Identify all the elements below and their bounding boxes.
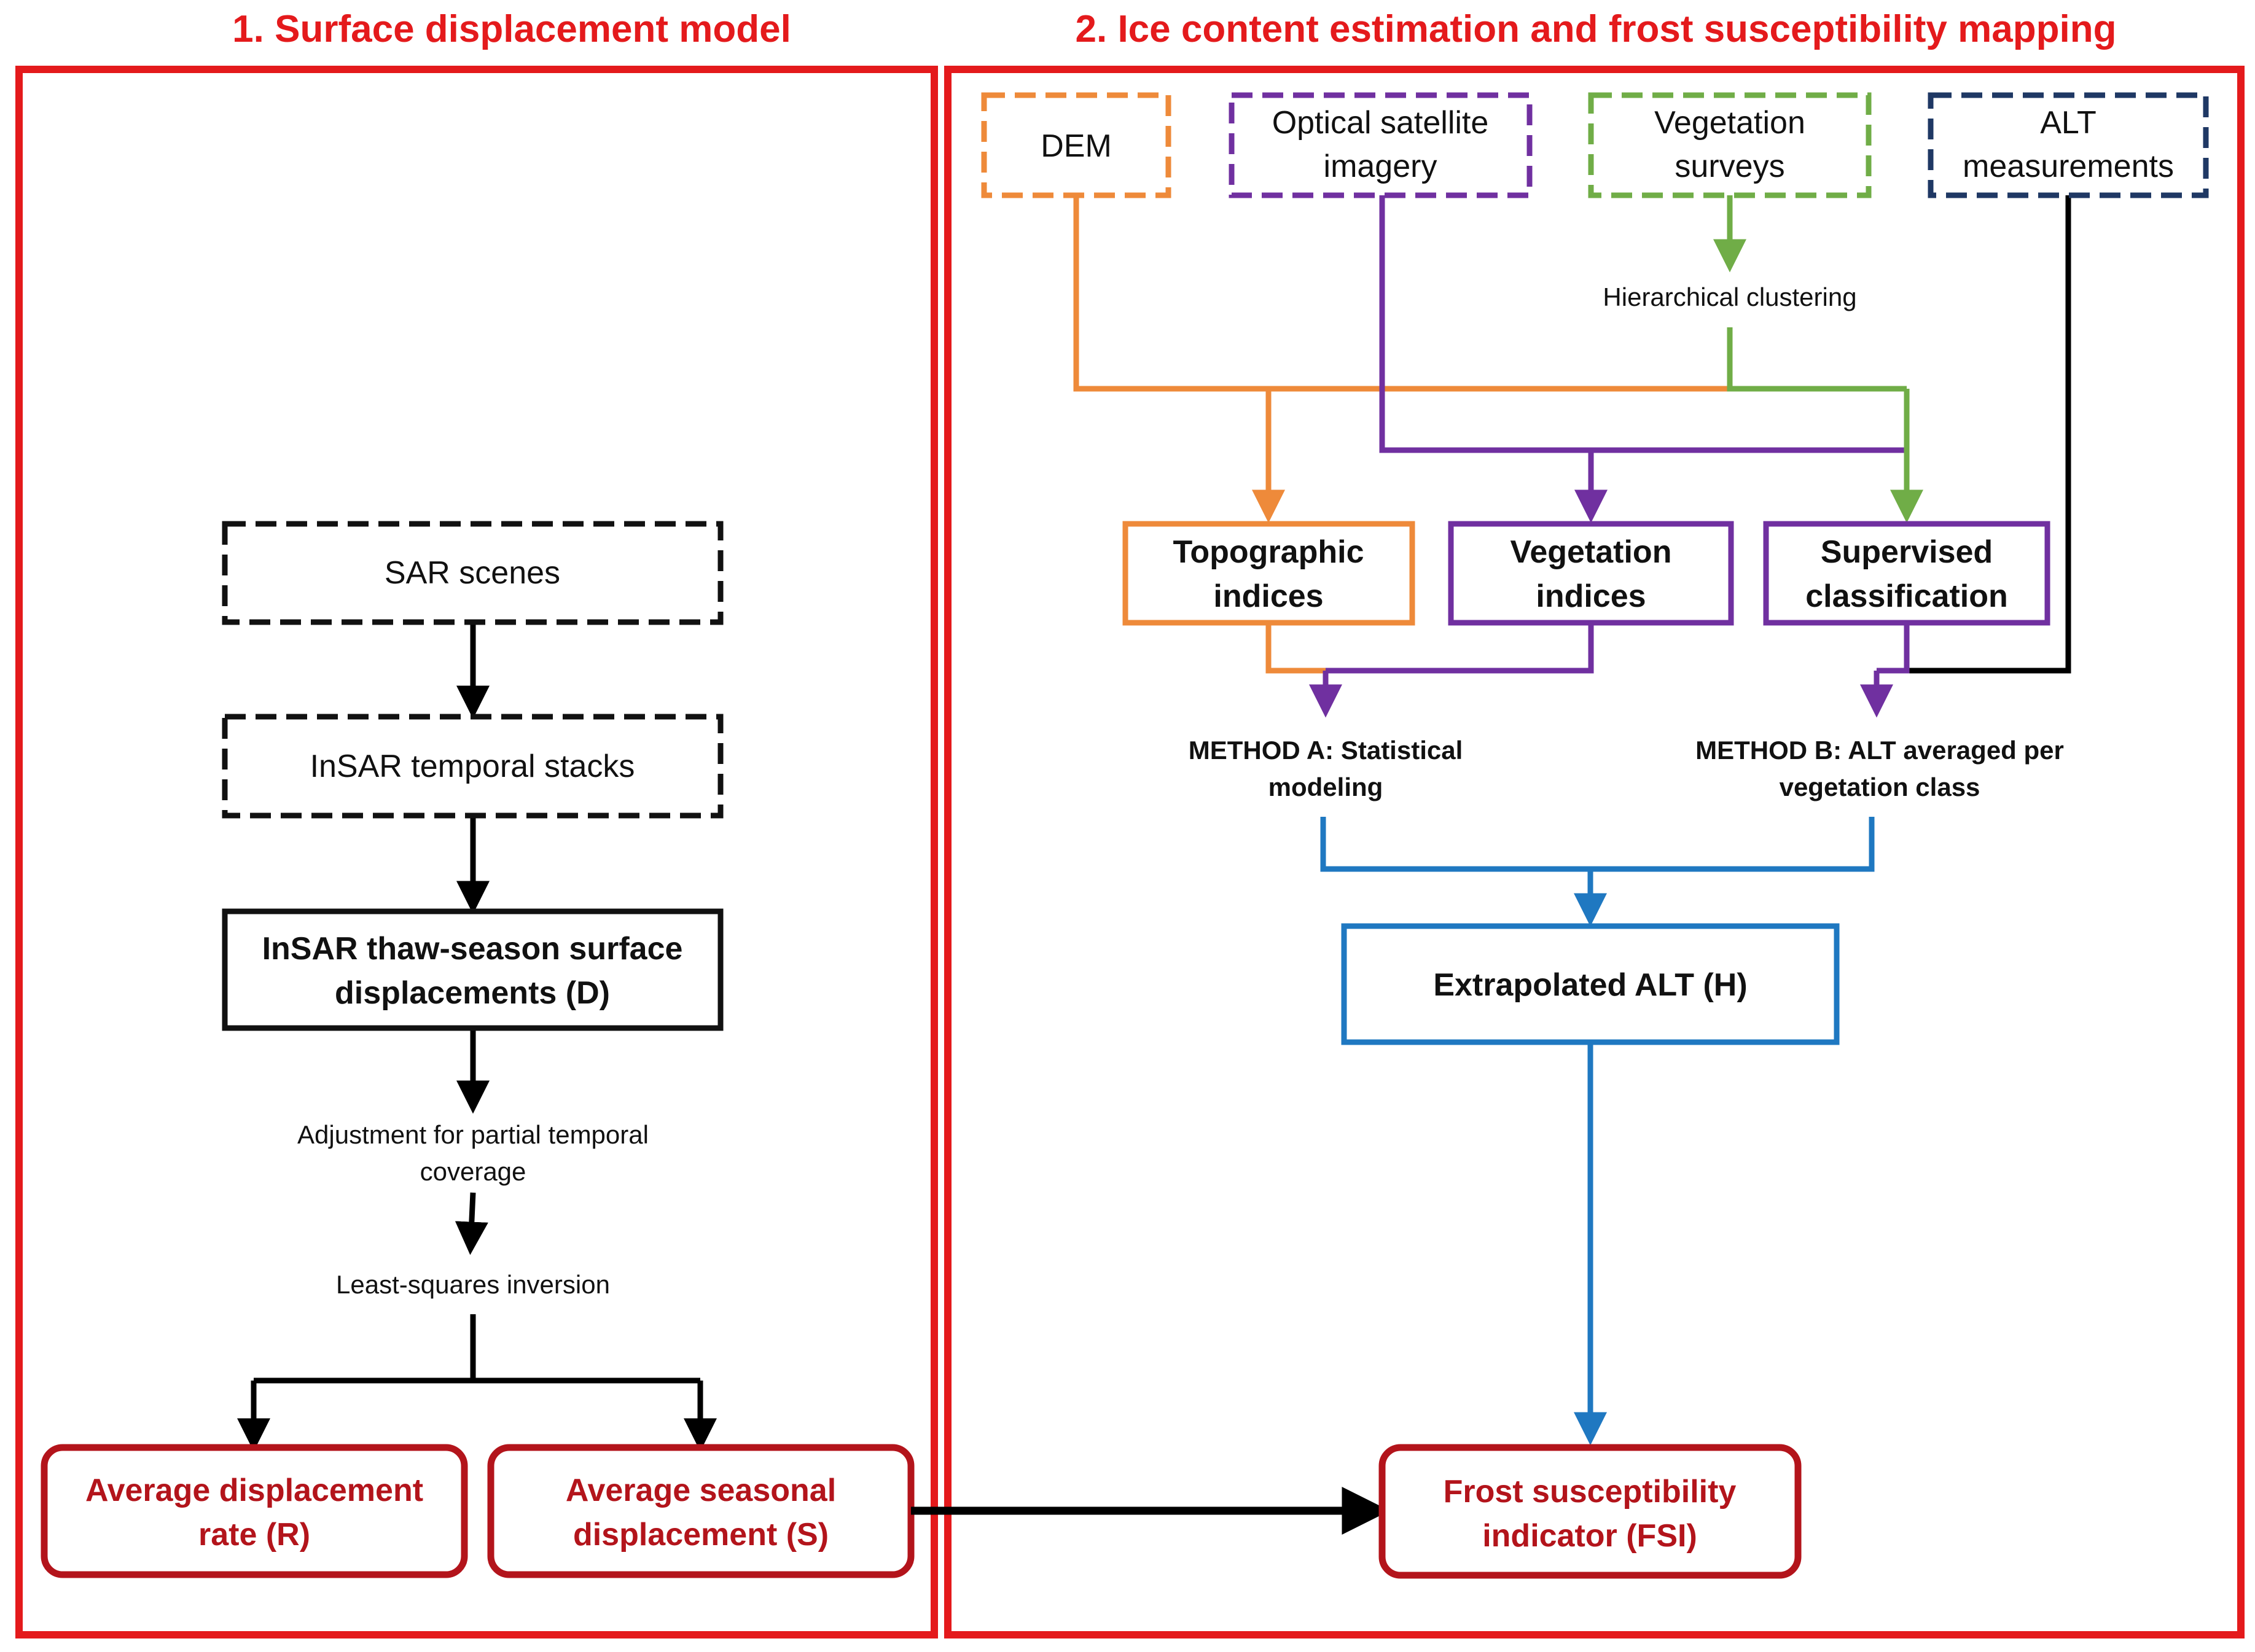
vegetation-surveys-label-line1: Vegetation	[1654, 105, 1805, 141]
connector-clustering	[1727, 327, 1907, 392]
alt-measurements-box	[1928, 92, 2209, 198]
vegetation-surveys-box	[1588, 92, 1872, 198]
displacements-label-line2: displacements (D)	[335, 975, 610, 1011]
seasonal-label-line2: displacement (S)	[573, 1517, 829, 1553]
supervised-label-line2: classification	[1805, 579, 2007, 614]
supervised-box	[1763, 521, 2050, 626]
topographic-box	[1122, 521, 1415, 626]
inversion-label: Least-squares inversion	[336, 1270, 610, 1299]
connector-inversion-split	[254, 1314, 700, 1384]
optical-label-line2: imagery	[1324, 149, 1437, 184]
connector-supervised-out	[1877, 623, 1910, 674]
connector-topographic-out	[1265, 623, 1326, 674]
connector-optical	[1379, 195, 1907, 453]
fsi-box	[1378, 1444, 1802, 1579]
left-connectors	[237, 622, 717, 1452]
dem-label: DEM	[1041, 128, 1112, 164]
clustering-label: Hierarchical clustering	[1603, 282, 1856, 311]
connector-alt-measurements	[1907, 195, 2071, 674]
vegetation-surveys-label-line2: surveys	[1675, 149, 1784, 184]
connector-dem	[1073, 195, 1730, 392]
alt-measurements-label-line2: measurements	[1963, 149, 2174, 184]
right-panel-frame	[944, 66, 2245, 1638]
insar-stacks-label: InSAR temporal stacks	[310, 749, 635, 784]
dem-box	[981, 92, 1171, 198]
connector-vegetation-out	[1326, 623, 1594, 674]
fsi-label-line2: indicator (FSI)	[1482, 1518, 1697, 1554]
extrapolated-alt-box	[1341, 923, 1840, 1045]
connector-methods-merge	[1320, 817, 1875, 915]
fsi-label-line1: Frost susceptibility	[1444, 1474, 1737, 1510]
method-a-label-line1: METHOD A: Statistical	[1189, 736, 1463, 765]
alt-measurements-label-line1: ALT	[2040, 105, 2097, 141]
arrow-adjustment-to-inversion	[455, 1192, 488, 1255]
supervised-label-line1: Supervised	[1821, 534, 1993, 570]
displacements-box	[222, 908, 724, 1031]
method-b-label-line1: METHOD B: ALT averaged per	[1695, 736, 2064, 765]
topographic-label-line1: Topographic	[1173, 534, 1364, 570]
right-connectors	[1073, 195, 2071, 1446]
seasonal-label-line1: Average seasonal	[566, 1473, 836, 1508]
insar-stacks-box	[222, 714, 724, 819]
topographic-label-line2: indices	[1213, 579, 1323, 614]
right-panel-title: 2. Ice content estimation and frost susc…	[1076, 8, 2117, 50]
rate-box	[41, 1444, 468, 1578]
method-b-label-line2: vegetation class	[1780, 773, 1980, 801]
rate-label-line2: rate (R)	[198, 1517, 310, 1553]
vegetation-indices-box	[1448, 521, 1734, 626]
left-panel-frame	[15, 66, 938, 1638]
left-panel-title: 1. Surface displacement model	[232, 8, 791, 50]
adjustment-label-line1: Adjustment for partial temporal	[297, 1120, 649, 1149]
optical-box	[1229, 92, 1533, 198]
extrapolated-alt-label: Extrapolated ALT (H)	[1433, 967, 1747, 1003]
adjustment-label-line2: coverage	[420, 1157, 526, 1186]
vegetation-indices-label-line1: Vegetation	[1510, 534, 1672, 570]
optical-label-line1: Optical satellite	[1272, 105, 1489, 141]
sar-scenes-box	[222, 521, 724, 625]
vegetation-indices-label-line2: indices	[1536, 579, 1646, 614]
method-a-label-line2: modeling	[1268, 773, 1383, 801]
rate-label-line1: Average displacement	[85, 1473, 423, 1508]
sar-scenes-label: SAR scenes	[385, 555, 560, 591]
seasonal-box	[487, 1444, 915, 1578]
displacements-label-line1: InSAR thaw-season surface	[262, 931, 683, 967]
